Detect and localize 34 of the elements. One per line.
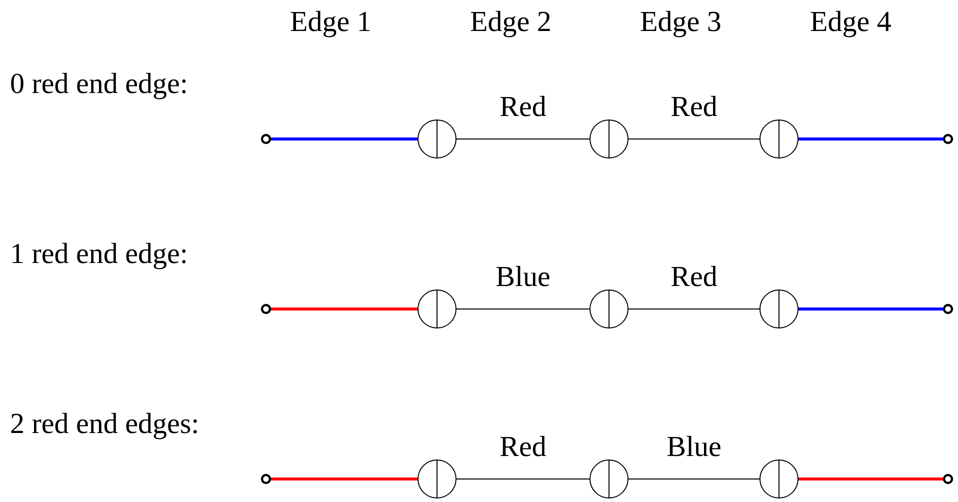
connector-line [271,478,418,480]
connector-line [798,308,943,310]
connector-line [628,308,760,310]
junction-circle [758,118,800,160]
junction-circle [588,118,630,160]
terminal-circle [941,472,955,486]
connector-line [271,138,418,140]
column-header: Edge 4 [810,8,892,37]
connector-line [271,308,418,310]
row-label: 0 red end edge: [10,70,188,99]
terminal-circle [259,132,273,146]
junction-circle [588,288,630,330]
row-label: 2 red end edges: [10,410,200,439]
column-header: Edge 2 [470,8,552,37]
junction-circle [416,458,458,500]
junction-circle [416,288,458,330]
terminal-circle [259,302,273,316]
connector-line [628,138,760,140]
column-header: Edge 1 [290,8,372,37]
connector-line [456,308,590,310]
connector-line [628,478,760,480]
terminal-circle [259,472,273,486]
connector-line [798,138,943,140]
column-header: Edge 3 [640,8,722,37]
connector-line [456,478,590,480]
connector-line [456,138,590,140]
terminal-circle [941,132,955,146]
terminal-circle [941,302,955,316]
junction-circle [758,458,800,500]
junction-circle [758,288,800,330]
row-label: 1 red end edge: [10,240,188,269]
junction-circle [588,458,630,500]
junction-circle [416,118,458,160]
connector-line [798,478,943,480]
